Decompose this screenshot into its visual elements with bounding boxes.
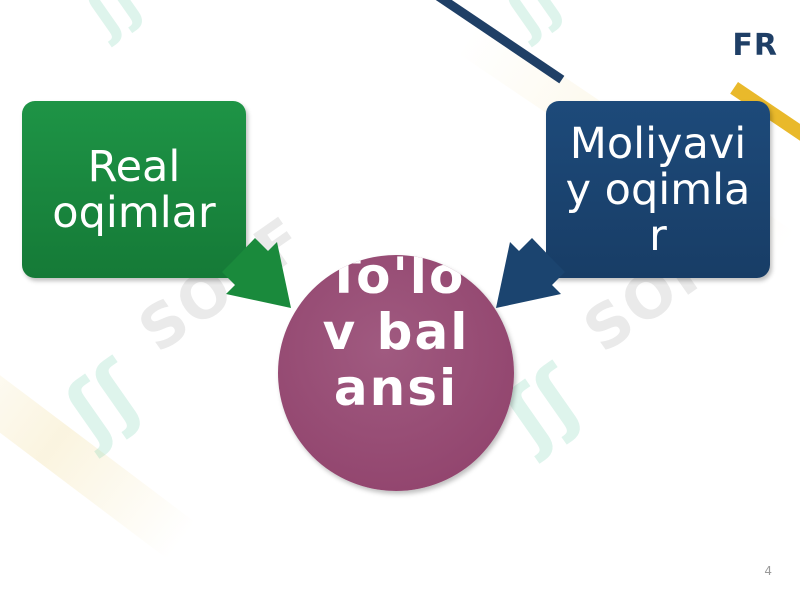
real-flows-label: Real oqimlar [52,141,216,238]
real-flows-box: Real oqimlar [22,101,246,278]
logo: FR [732,28,778,63]
balance-of-payments-circle: To'lov balansi [278,255,514,491]
page-number: 4 [764,564,772,578]
financial-flows-box: Moliyaviy oqimlar [546,101,770,278]
financial-flows-label: Moliyaviy oqimlar [565,118,751,261]
watermark-mark: ʃʃ [74,0,156,48]
balance-of-payments-label: To'lov balansi [322,255,470,417]
